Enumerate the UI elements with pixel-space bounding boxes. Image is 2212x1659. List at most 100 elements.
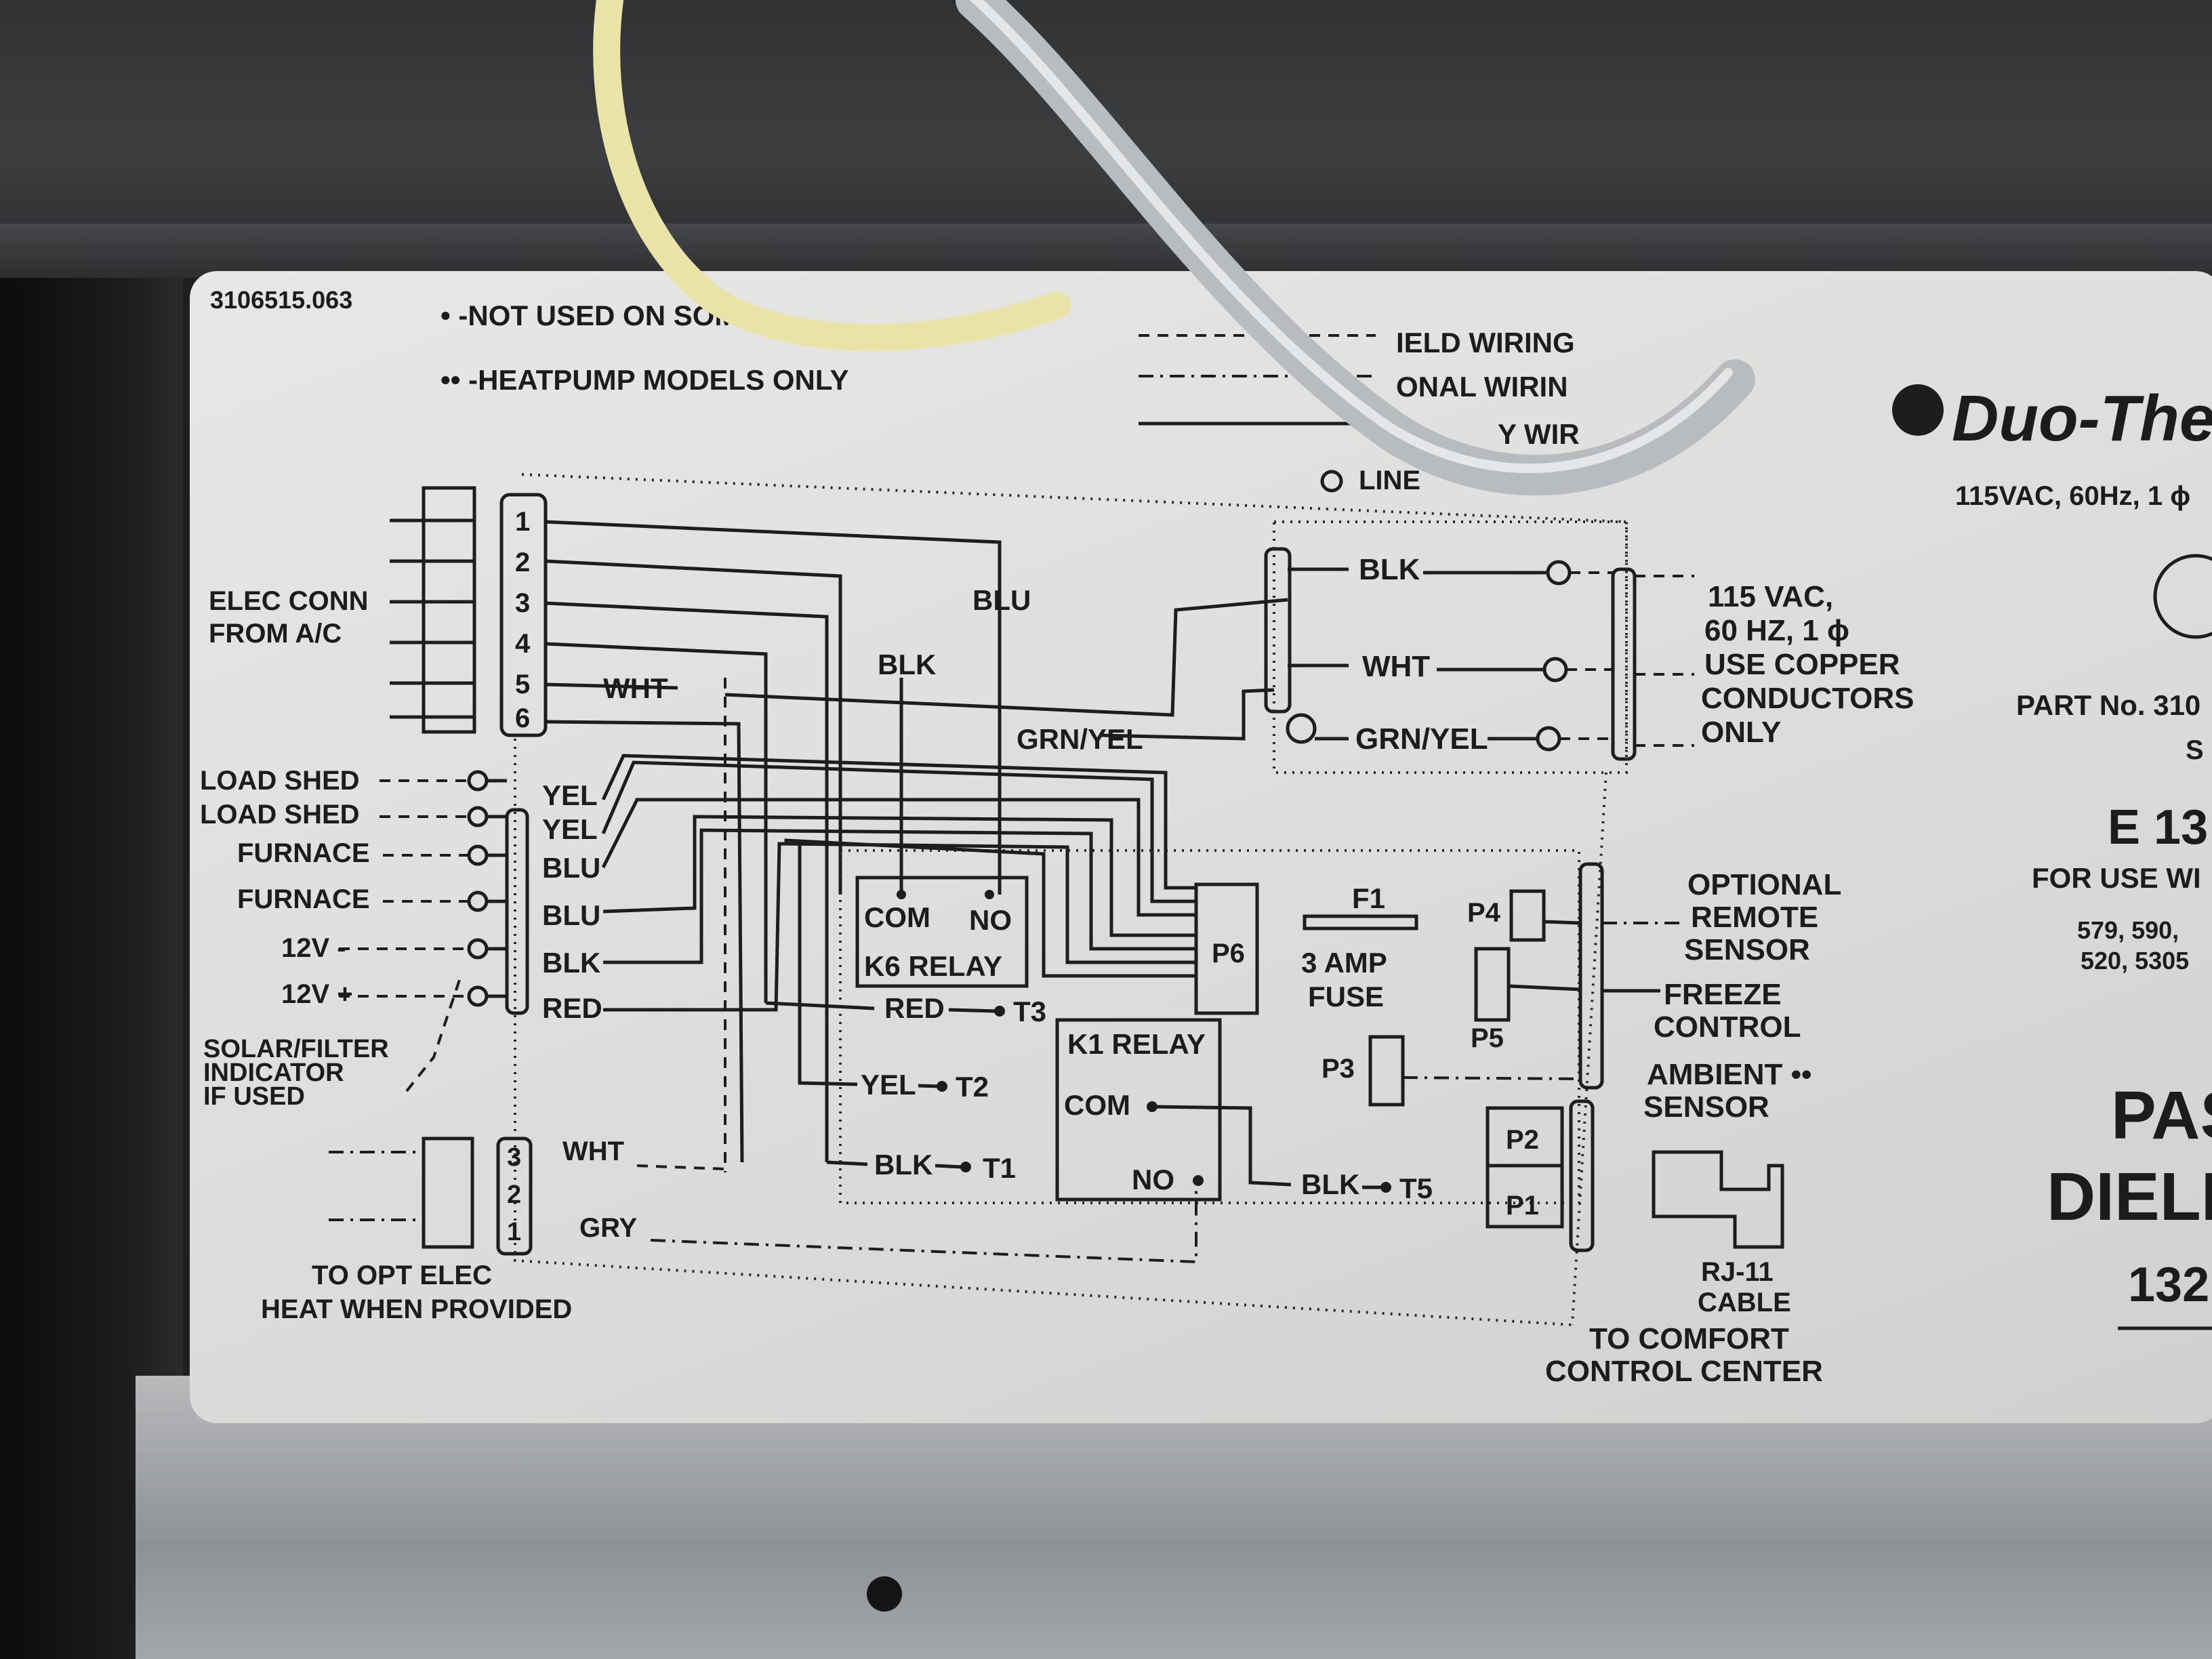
terminal-to-p6-wiring — [601, 754, 1196, 1012]
fuse-icon — [1303, 914, 1418, 930]
k1-title: K1 RELAY — [1067, 1028, 1206, 1060]
pin-5: 5 — [515, 670, 530, 699]
output-t2: YEL T2 — [798, 844, 989, 1103]
term-name-4: FURNACE — [237, 884, 370, 914]
wire-wht-label: WHT — [603, 672, 668, 704]
comfort-terminal — [1569, 1099, 1595, 1252]
remote-1: OPTIONAL — [1687, 868, 1841, 901]
terminal-field-wires — [339, 770, 507, 1007]
term-name-1: LOAD SHED — [200, 766, 360, 796]
power-grn-yel: GRN/YEL — [1355, 722, 1488, 756]
power-note-5: ONLY — [1701, 716, 1781, 749]
term-color-6: RED — [542, 992, 602, 1024]
k1-no-dot — [1193, 1175, 1204, 1186]
note-heatpump: •• -HEATPUMP MODELS ONLY — [441, 364, 849, 396]
ambient-2: SENSOR — [1643, 1090, 1769, 1124]
term-color-2: YEL — [542, 813, 598, 845]
brand-rating: 115VAC, 60Hz, 1 ϕ — [1955, 481, 2190, 511]
p4-connector — [1509, 889, 1546, 942]
k1-com: COM — [1064, 1089, 1130, 1121]
k6-title: K6 RELAY — [864, 950, 1002, 982]
solar-3: IF USED — [203, 1082, 305, 1111]
power-note-4: CONDUCTORS — [1701, 682, 1914, 715]
comfort-2: CONTROL CENTER — [1545, 1355, 1823, 1388]
part-code: 3106515.063 — [210, 286, 352, 314]
enclosure-top — [521, 473, 1628, 759]
term-color-1: YEL — [542, 779, 598, 811]
power-wht: WHT — [1362, 650, 1430, 683]
t1-wire: BLK — [874, 1149, 933, 1181]
yellow-wire — [593, 0, 1071, 351]
enclosure-bottom — [514, 739, 1573, 1326]
pin-3: 3 — [515, 588, 530, 618]
power-terminal — [1264, 547, 1292, 714]
power-blk: BLK — [1359, 553, 1420, 586]
legend-line-text: LINE — [1359, 466, 1420, 495]
wire-blk-label: BLK — [878, 649, 936, 680]
elec-heat-receptacle — [496, 1136, 533, 1256]
heat-gry-wire — [650, 1181, 1197, 1264]
heat-pin-1: 1 — [507, 1218, 521, 1246]
t5-wire: BLK — [1301, 1168, 1359, 1200]
legend-factory-text: Y WIR — [1498, 418, 1580, 450]
term-name-3: FURNACE — [237, 838, 370, 868]
fuse-1: 3 AMP — [1301, 947, 1387, 979]
p1-label: P1 — [1506, 1191, 1539, 1221]
connector-plug — [422, 486, 476, 734]
terminal-labels: LOAD SHED LOAD SHED FURNACE FURNACE 12V … — [200, 766, 370, 1009]
p5-connector — [1474, 947, 1511, 1022]
k6-relay — [855, 876, 1029, 988]
solar-2: INDICATOR — [203, 1059, 344, 1087]
terminal-strip — [505, 808, 529, 1015]
legend-field-text: IELD WIRING — [1396, 327, 1575, 359]
wire-blu-label: BLU — [972, 584, 1031, 616]
duo-therm-logo-icon — [1892, 384, 1944, 436]
power-note-1: 115 VAC, — [1708, 580, 1833, 613]
t3-term: T3 — [1013, 996, 1046, 1027]
comfort-1: TO COMFORT — [1589, 1322, 1789, 1355]
legend-line-circle — [1320, 470, 1343, 493]
p6-label: P6 — [1212, 939, 1245, 968]
ambient-1: AMBIENT •• — [1647, 1058, 1811, 1091]
brand-models-1: 579, 590, — [2077, 916, 2179, 944]
term-name-5: 12V - — [281, 933, 346, 963]
t2-wire: YEL — [861, 1069, 916, 1101]
heat-pin-2: 2 — [507, 1181, 521, 1209]
connector-wiring — [545, 520, 1288, 1163]
pin-4: 4 — [515, 629, 531, 659]
top-panel-edge — [0, 224, 2212, 278]
brand-models-2: 520, 5305 — [2081, 947, 2189, 975]
power-note-2: 60 HZ, 1 ϕ — [1704, 614, 1849, 647]
remote-3: SENSOR — [1684, 933, 1810, 966]
pin-6: 6 — [515, 703, 530, 733]
heat-label-1: TO OPT ELEC — [312, 1261, 492, 1290]
brand-diel: DIELI — [2047, 1159, 2212, 1235]
sensor-terminal — [1578, 862, 1604, 1090]
term-color-3: BLU — [542, 852, 600, 884]
rj11-2: CABLE — [1698, 1288, 1791, 1317]
csa-mark-icon — [2153, 554, 2212, 639]
t3-wire: RED — [884, 992, 945, 1024]
power-line-terminals — [1423, 560, 1694, 761]
rj11-plug-icon — [1652, 1150, 1784, 1249]
t2-term: T2 — [956, 1071, 989, 1103]
brand-model-letter: E 13 — [2108, 800, 2208, 855]
p2-label: P2 — [1506, 1125, 1539, 1155]
heat-pin-3: 3 — [507, 1143, 521, 1172]
screw-hole — [867, 1576, 902, 1612]
wire-grn-yel-label: GRN/YEL — [1017, 723, 1143, 755]
solar-indicator: SOLAR/FILTER INDICATOR IF USED — [203, 975, 462, 1111]
f1-label: F1 — [1352, 882, 1385, 914]
p6-connector — [1194, 882, 1259, 1015]
k6-no-dot — [985, 890, 994, 899]
brand-name: Duo-Therm — [1952, 382, 2212, 455]
p3-connector — [1368, 1035, 1405, 1107]
heat-label-2: HEAT WHEN PROVIDED — [261, 1294, 572, 1324]
legend-optional-text: ONAL WIRIN — [1396, 371, 1568, 403]
brand-for-use: FOR USE WI — [2032, 862, 2201, 894]
connector-arrows — [390, 518, 474, 719]
t1-term: T1 — [983, 1152, 1016, 1184]
enclosure-right — [1571, 772, 1607, 1326]
